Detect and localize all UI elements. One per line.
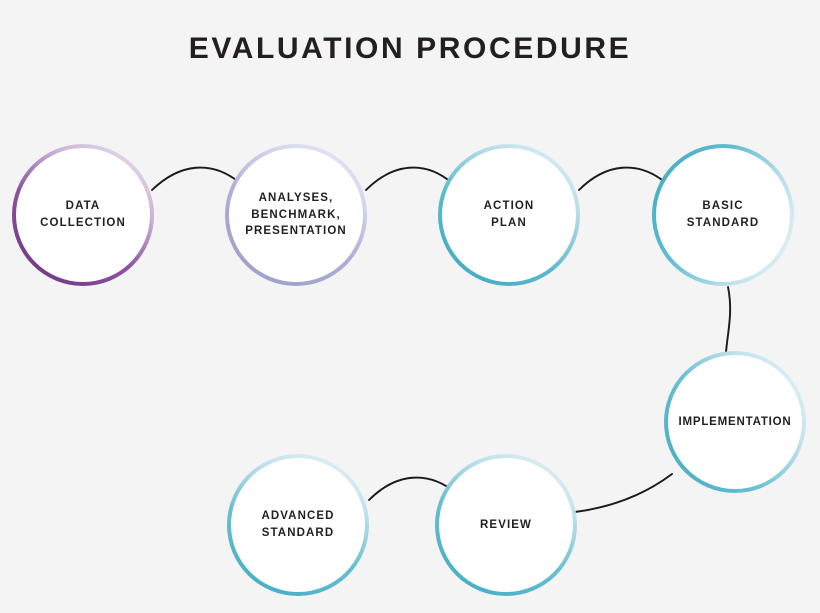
node-face: ANALYSES, BENCHMARK, PRESENTATION xyxy=(229,148,363,282)
connector-1 xyxy=(151,166,241,191)
connector-2 xyxy=(365,166,453,191)
node-label: REVIEW xyxy=(480,518,532,531)
connector-3 xyxy=(578,166,667,191)
connector-5 xyxy=(574,473,673,513)
node-face: ACTION PLAN xyxy=(442,148,576,282)
node-basic-standard[interactable]: BASIC STANDARD xyxy=(652,144,794,286)
node-label: BASIC STANDARD xyxy=(686,200,760,229)
node-face: IMPLEMENTATION xyxy=(668,355,802,489)
node-label: ANALYSES, BENCHMARK, PRESENTATION xyxy=(245,191,347,238)
node-label: ADVANCED STANDARD xyxy=(261,510,335,539)
node-analyses-benchmark-presentation[interactable]: ANALYSES, BENCHMARK, PRESENTATION xyxy=(225,144,367,286)
node-implementation[interactable]: IMPLEMENTATION xyxy=(664,351,806,493)
node-face: REVIEW xyxy=(439,458,573,592)
node-advanced-standard[interactable]: ADVANCED STANDARD xyxy=(227,454,369,596)
node-face: ADVANCED STANDARD xyxy=(231,458,365,592)
node-label: ACTION PLAN xyxy=(483,200,535,229)
node-label: IMPLEMENTATION xyxy=(678,415,792,428)
node-face: BASIC STANDARD xyxy=(656,148,790,282)
connector-4 xyxy=(725,286,732,353)
node-face: DATA COLLECTION xyxy=(16,148,150,282)
node-data-collection[interactable]: DATA COLLECTION xyxy=(12,144,154,286)
node-label: DATA COLLECTION xyxy=(40,200,126,229)
node-action-plan[interactable]: ACTION PLAN xyxy=(438,144,580,286)
node-review[interactable]: REVIEW xyxy=(435,454,577,596)
page-title: EVALUATION PROCEDURE xyxy=(188,32,632,65)
